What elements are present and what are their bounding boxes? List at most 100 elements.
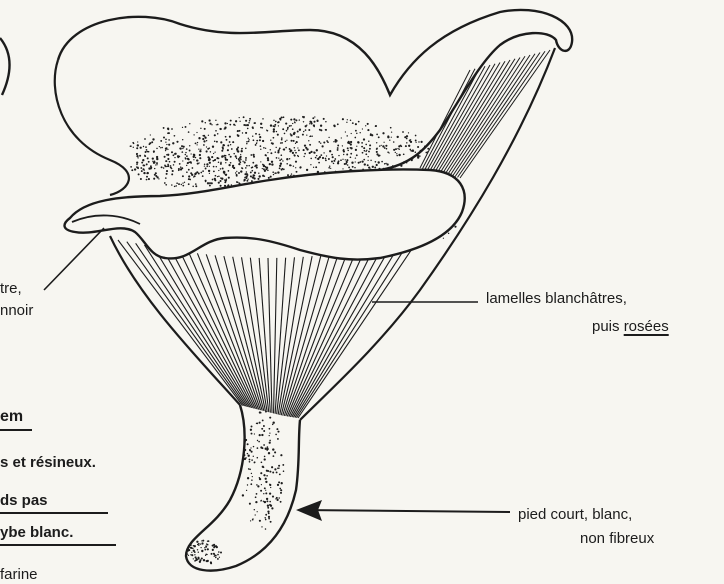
stipple-dot [314,126,315,127]
stipple-dot [365,151,366,152]
stipple-dot [176,141,178,143]
stipple-dot [209,147,211,149]
stipple-dot [266,500,268,502]
stipple-dot [326,155,327,156]
stipple-dot [269,163,271,165]
stipple-dot [134,168,136,170]
stipple-dot [284,133,286,135]
stipple-dot [262,118,263,119]
stipple-dot [196,132,197,133]
stipple-dot [152,138,154,140]
stipple-dot [346,122,347,123]
stipple-dot [261,484,262,485]
stipple-dot [265,154,267,156]
stipple-dot [148,151,150,153]
stipple-dot [165,177,167,179]
stipple-dot [131,169,133,171]
stipple-dot [146,173,147,174]
stipple-dot [279,159,281,161]
stipple-dot [158,178,159,179]
stipple-dot [188,549,190,551]
stipple-dot [224,157,226,159]
stipple-dot [193,156,195,158]
stipple-dot [352,166,354,168]
stipple-dot [170,165,171,166]
stipple-dot [297,131,299,133]
stipple-dot [182,182,183,183]
stipple-dot [248,122,250,124]
stipple-dot [191,552,192,553]
stipple-dot [211,156,213,158]
stipple-dot [150,134,151,135]
stipple-dot [189,150,191,152]
stipple-dot [207,544,209,546]
stipple-dot [246,171,248,173]
stipple-dot [233,124,235,126]
stipple-dot [220,141,222,143]
stipple-dot [245,148,247,150]
stipple-dot [242,494,244,496]
stipple-dot [199,150,201,152]
stipple-dot [383,142,384,143]
stipple-dot [330,168,331,169]
stipple-dot [312,117,314,119]
stipple-dot [281,158,283,160]
stipple-dot [278,157,279,158]
stipple-dot [306,134,307,135]
stipple-dot [200,543,201,544]
stipple-dot [291,173,292,174]
stipple-dot [172,170,174,172]
stipple-dot [200,172,202,174]
stipple-dot [265,448,267,450]
stipple-dot [205,168,207,170]
stipple-dot [184,182,185,183]
stipple-dot [265,411,267,413]
stipple-dot [207,541,208,542]
stipple-dot [163,127,165,129]
stipple-dot [248,138,249,139]
stipple-dot [262,168,263,169]
cap-label-fragment-2: nnoir [0,302,33,320]
stipple-dot [247,477,249,479]
stipple-dot [355,123,357,125]
stipple-dot [139,155,141,157]
gill-line [278,257,303,415]
stipple-dot [186,155,188,157]
stipple-dot [276,499,278,501]
stipple-dot [443,238,444,239]
stipple-dot [293,140,295,142]
stipple-dot [152,157,154,159]
stipple-dot [329,150,331,152]
stipple-dot [214,556,215,557]
stipple-dot [259,520,261,522]
stipple-dot [142,168,144,170]
stipple-dot [253,156,255,158]
stipple-dot [133,147,134,148]
stipple-dot [206,146,207,147]
stipple-dot [205,122,206,123]
stipple-dot [408,132,409,133]
stipple-dot [289,150,291,152]
stipple-dot [188,178,190,180]
stipple-dot [193,558,194,559]
stipple-dot [204,547,205,548]
stipple-dot [378,161,380,163]
stipple-dot [334,158,336,160]
stipple-dot [188,169,190,171]
stipple-dot [203,144,205,146]
stipple-dot [272,472,274,474]
stipple-dot [355,130,357,132]
stipple-dot [282,128,284,130]
stipple-dot [168,129,169,130]
stipple-dot [267,470,269,472]
stipple-dot [395,152,396,153]
stipple-dot [204,164,206,166]
stipple-dot [292,128,294,130]
stipple-dot [216,141,218,143]
stipple-dot [357,141,359,143]
stipple-dot [403,153,405,155]
stipple-dot [398,154,400,156]
stipple-dot [261,526,262,527]
stipple-dot [271,161,273,163]
stipple-dot [196,159,198,161]
